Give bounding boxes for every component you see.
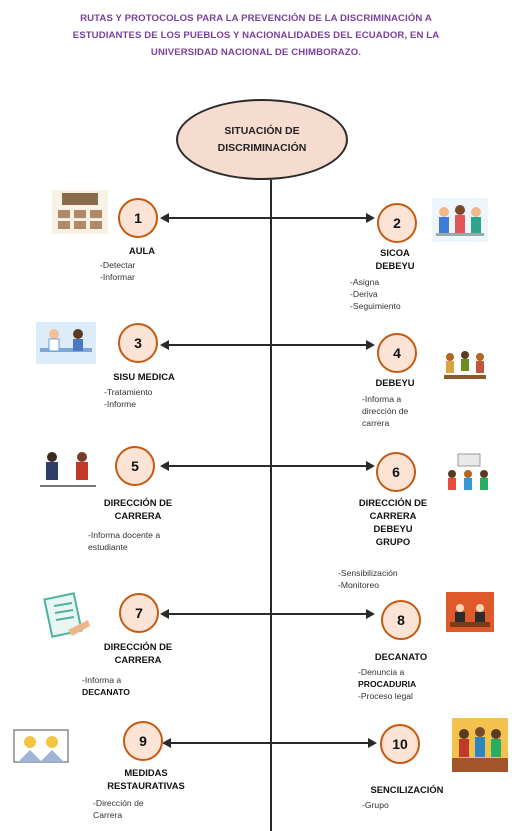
step-8-title: DECANATO: [374, 651, 428, 662]
document-writing-illustration: [38, 590, 94, 642]
central-vertical-line: [270, 180, 272, 831]
step-10-items: -Grupo: [362, 800, 389, 810]
courtroom-illustration: [446, 592, 494, 632]
title-line-1: RUTAS Y PROTOCOLOS PARA LA PREVENCIÓN DE…: [80, 13, 432, 24]
page-title: RUTAS Y PROTOCOLOS PARA LA PREVENCIÓN DE…: [20, 10, 492, 61]
step-3-title: SISU MEDICA: [113, 371, 175, 382]
step-7-bold-item: DECANATO: [82, 687, 130, 697]
step-10-title: SENCILIZACIÓN: [370, 784, 444, 795]
center-line-1: SITUACIÓN DE: [224, 124, 300, 137]
step-2-circle: 2: [377, 203, 417, 243]
arrow-7-8: [160, 609, 375, 619]
community-awareness-illustration: [452, 718, 508, 772]
step-9-circle: 9: [123, 721, 163, 761]
center-line-2: DISCRIMINACIÓN: [217, 141, 307, 154]
medical-consultation-illustration: [36, 322, 96, 364]
step-7-items: -Informa a DECANATO: [82, 675, 130, 697]
meeting-illustration: [432, 198, 488, 242]
interview-illustration: [36, 447, 100, 491]
step-6-circle: 6: [376, 452, 416, 492]
step-8-items: -Denuncia a PROCADURIA -Proceso legal: [358, 667, 417, 701]
title-line-2: ESTUDIANTES DE LOS PUEBLOS Y NACIONALIDA…: [72, 30, 440, 41]
step-4-circle: 4: [377, 333, 417, 373]
step-6-items: -Sensibilización-Monitoreo: [338, 568, 398, 590]
step-8-circle: 8: [381, 600, 421, 640]
center-oval: SITUACIÓN DE DISCRIMINACIÓN: [176, 99, 348, 180]
title-line-3: UNIVERSIDAD NACIONAL DE CHIMBORAZO.: [150, 47, 362, 58]
arrow-5-6: [160, 461, 375, 471]
arrow-1-2: [160, 213, 375, 223]
step-7-circle: 7: [119, 593, 159, 633]
step-2-items: -Asigna-Deriva-Seguimiento: [350, 277, 401, 311]
step-3-circle: 3: [118, 323, 158, 363]
restorative-measures-illustration: [8, 722, 74, 772]
step-1-items: -Detectar-Informar: [100, 260, 136, 282]
group-discussion-illustration: [440, 345, 490, 387]
step-4-title: DEBEYU: [375, 377, 415, 388]
arrow-3-4: [160, 340, 375, 350]
step-5-circle: 5: [115, 446, 155, 486]
workshop-illustration: [442, 452, 494, 498]
step-1-title: AULA: [128, 245, 156, 256]
step-8-bold-item: PROCADURIA: [358, 679, 417, 689]
step-1-circle: 1: [118, 198, 158, 238]
classroom-illustration: [52, 190, 108, 234]
step-3-items: -Tratamiento-Informe: [104, 387, 153, 409]
arrow-9-10: [162, 738, 377, 748]
step-10-circle: 10: [380, 724, 420, 764]
